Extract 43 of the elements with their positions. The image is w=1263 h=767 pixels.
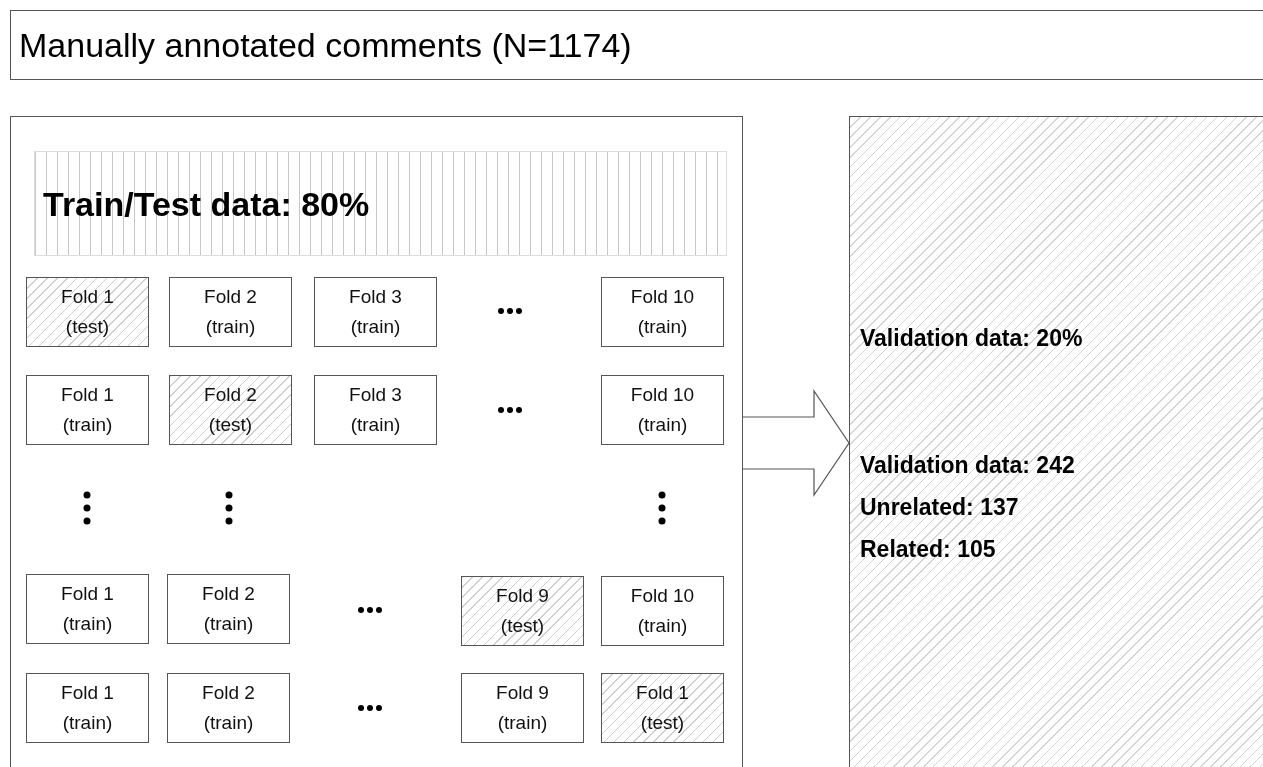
validation-panel	[849, 116, 1263, 767]
validation-text: Related: 105	[860, 535, 996, 564]
fold-label: Fold 2 (test)	[203, 383, 258, 437]
train-test-band	[34, 151, 727, 256]
block-arrow	[742, 389, 850, 497]
test-fold-box	[26, 277, 149, 347]
fold-box	[601, 277, 724, 347]
title-box	[10, 10, 1263, 80]
fold-label: Fold 1 (test)	[635, 681, 690, 735]
fold-label: Fold 9 (train)	[495, 681, 550, 735]
fold-box	[461, 673, 584, 743]
fold-box	[601, 375, 724, 445]
fold-label: Fold 2 (train)	[203, 285, 258, 339]
test-fold-box	[461, 576, 584, 646]
fold-box	[26, 673, 149, 743]
train-test-panel	[10, 116, 743, 767]
fold-label: Fold 2 (train)	[201, 582, 256, 636]
fold-box	[167, 574, 290, 644]
fold-label: Fold 1 (train)	[60, 582, 115, 636]
fold-label: Fold 1 (train)	[60, 681, 115, 735]
fold-label: Fold 9 (test)	[495, 584, 550, 638]
fold-label: Fold 10 (train)	[629, 285, 696, 339]
fold-box	[601, 576, 724, 646]
fold-label: Fold 10 (train)	[629, 584, 696, 638]
test-fold-box	[601, 673, 724, 743]
band-label: Train/Test data: 80%	[43, 186, 370, 221]
title-text: Manually annotated comments (N=1174)	[19, 28, 632, 62]
fold-box	[314, 277, 437, 347]
fold-label: Fold 3 (train)	[348, 383, 403, 437]
fold-label: Fold 3 (train)	[348, 285, 403, 339]
fold-box	[169, 277, 292, 347]
fold-box	[26, 375, 149, 445]
fold-label: Fold 10 (train)	[629, 383, 696, 437]
validation-text: Unrelated: 137	[860, 493, 1019, 522]
fold-box	[167, 673, 290, 743]
fold-label: Fold 1 (train)	[60, 383, 115, 437]
test-fold-box	[169, 375, 292, 445]
fold-label: Fold 1 (test)	[60, 285, 115, 339]
validation-text: Validation data: 20%	[860, 324, 1083, 353]
fold-label: Fold 2 (train)	[201, 681, 256, 735]
fold-box	[26, 574, 149, 644]
validation-text: Validation data: 242	[860, 451, 1075, 480]
fold-box	[314, 375, 437, 445]
